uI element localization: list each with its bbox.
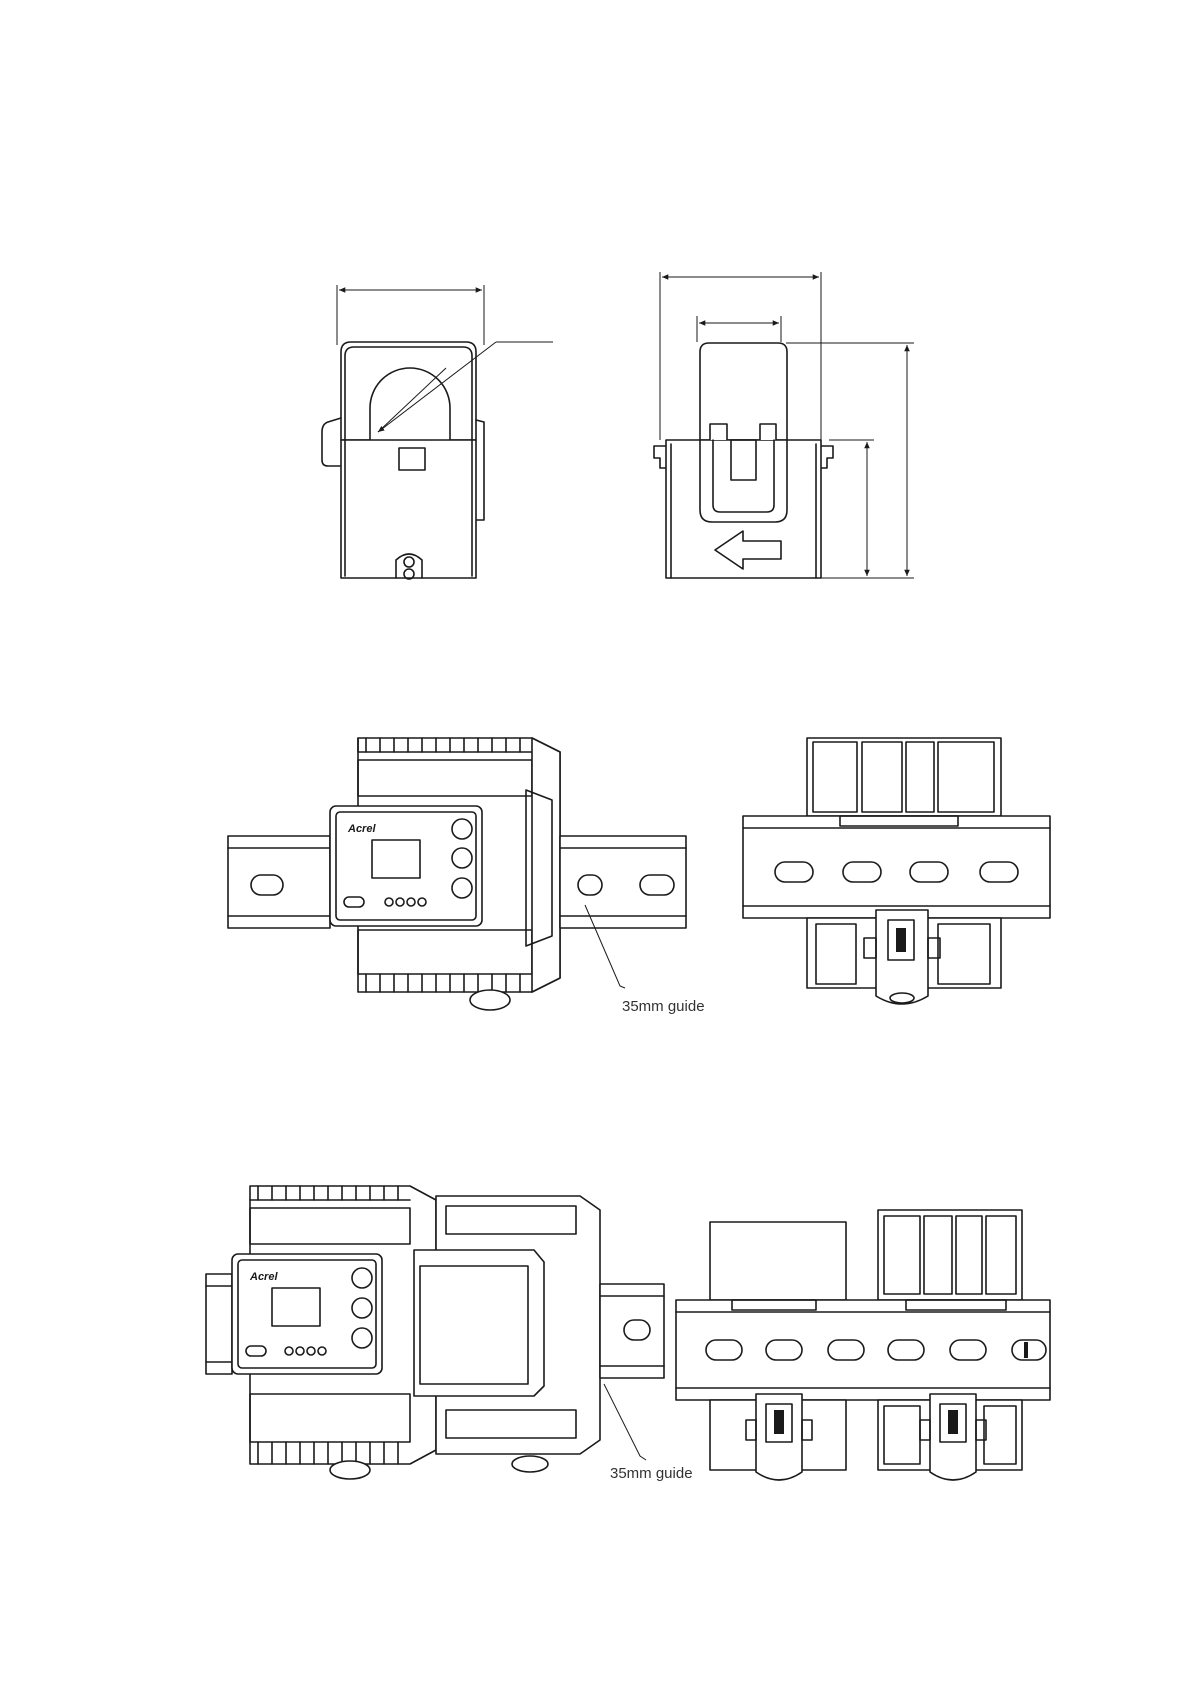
meter-button-2 [452, 848, 472, 868]
brand-logo-2: Acrel [249, 1271, 278, 1283]
din-clip-2 [930, 1394, 976, 1480]
din-clip-1 [756, 1394, 802, 1480]
ct-side-view [654, 272, 914, 578]
din-rail-left [228, 836, 330, 928]
module-back-block [710, 1222, 846, 1300]
brand-logo-1: Acrel [347, 823, 376, 835]
module-window [420, 1266, 528, 1384]
guide-label-2: 35mm guide [610, 1465, 693, 1482]
din-rail-back [743, 816, 1050, 918]
back-terminal-block-top [807, 738, 1001, 816]
meter-display [372, 840, 420, 878]
meter-on-rail-back [743, 738, 1050, 1004]
guide-leader-2 [604, 1384, 646, 1460]
ct-side-body [666, 440, 821, 578]
meter-button-3 [452, 878, 472, 898]
meter-on-rail-iso: Acrel 35mm guide [228, 738, 705, 1015]
meter-module-back [676, 1210, 1050, 1480]
meter-button-1 [452, 819, 472, 839]
din-rail-back-2 [676, 1300, 1050, 1400]
meter-module-iso: Acrel 35mm guide [206, 1186, 693, 1482]
din-clip [876, 910, 928, 1004]
ct-front-view [322, 285, 553, 579]
guide-label-1: 35mm guide [622, 998, 705, 1015]
